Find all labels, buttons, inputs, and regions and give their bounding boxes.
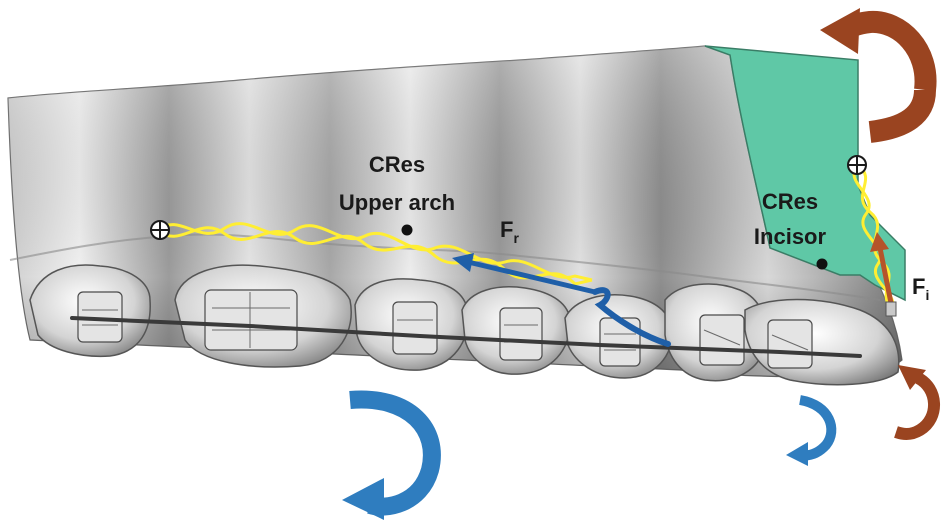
cres-upper-arch-dot: [401, 224, 413, 236]
miniscrew-anterior: [847, 155, 867, 175]
cres-incisor-dot: [816, 258, 828, 270]
bracket-details: [82, 292, 809, 351]
moment-arrow-incisor-small: [894, 365, 940, 440]
moment-arrow-arch-small: [786, 395, 837, 466]
cres-upper-arch-label-line2: Upper arch: [339, 190, 455, 215]
power-arm-hook: [592, 287, 671, 347]
cres-incisor-label-line1: CRes: [762, 189, 818, 214]
force-retraction-label: Fr: [500, 217, 519, 246]
bracket-canine: [599, 317, 641, 367]
cres-incisor-label-line2: Incisor: [754, 224, 827, 249]
archwire: [70, 316, 862, 358]
bracket-central-incisor: [767, 319, 813, 369]
brackets: [77, 289, 813, 369]
incisor-segment: [704, 45, 906, 302]
moment-arrow-incisor-large: [820, 8, 937, 143]
intrusion-force-arrow: [870, 232, 897, 317]
bracket-molar-1: [204, 289, 298, 351]
bracket-premolar-2: [392, 301, 438, 355]
miniscrew-posterior: [150, 220, 170, 240]
cres-upper-arch-label-line1: CRes: [369, 152, 425, 177]
bracket-lateral-incisor: [699, 314, 745, 366]
bracket-premolar-1: [499, 307, 543, 361]
moment-arrow-arch-large: [342, 390, 441, 520]
force-intrusion-label: Fi: [912, 274, 929, 303]
retraction-force-arrow: [452, 253, 671, 347]
